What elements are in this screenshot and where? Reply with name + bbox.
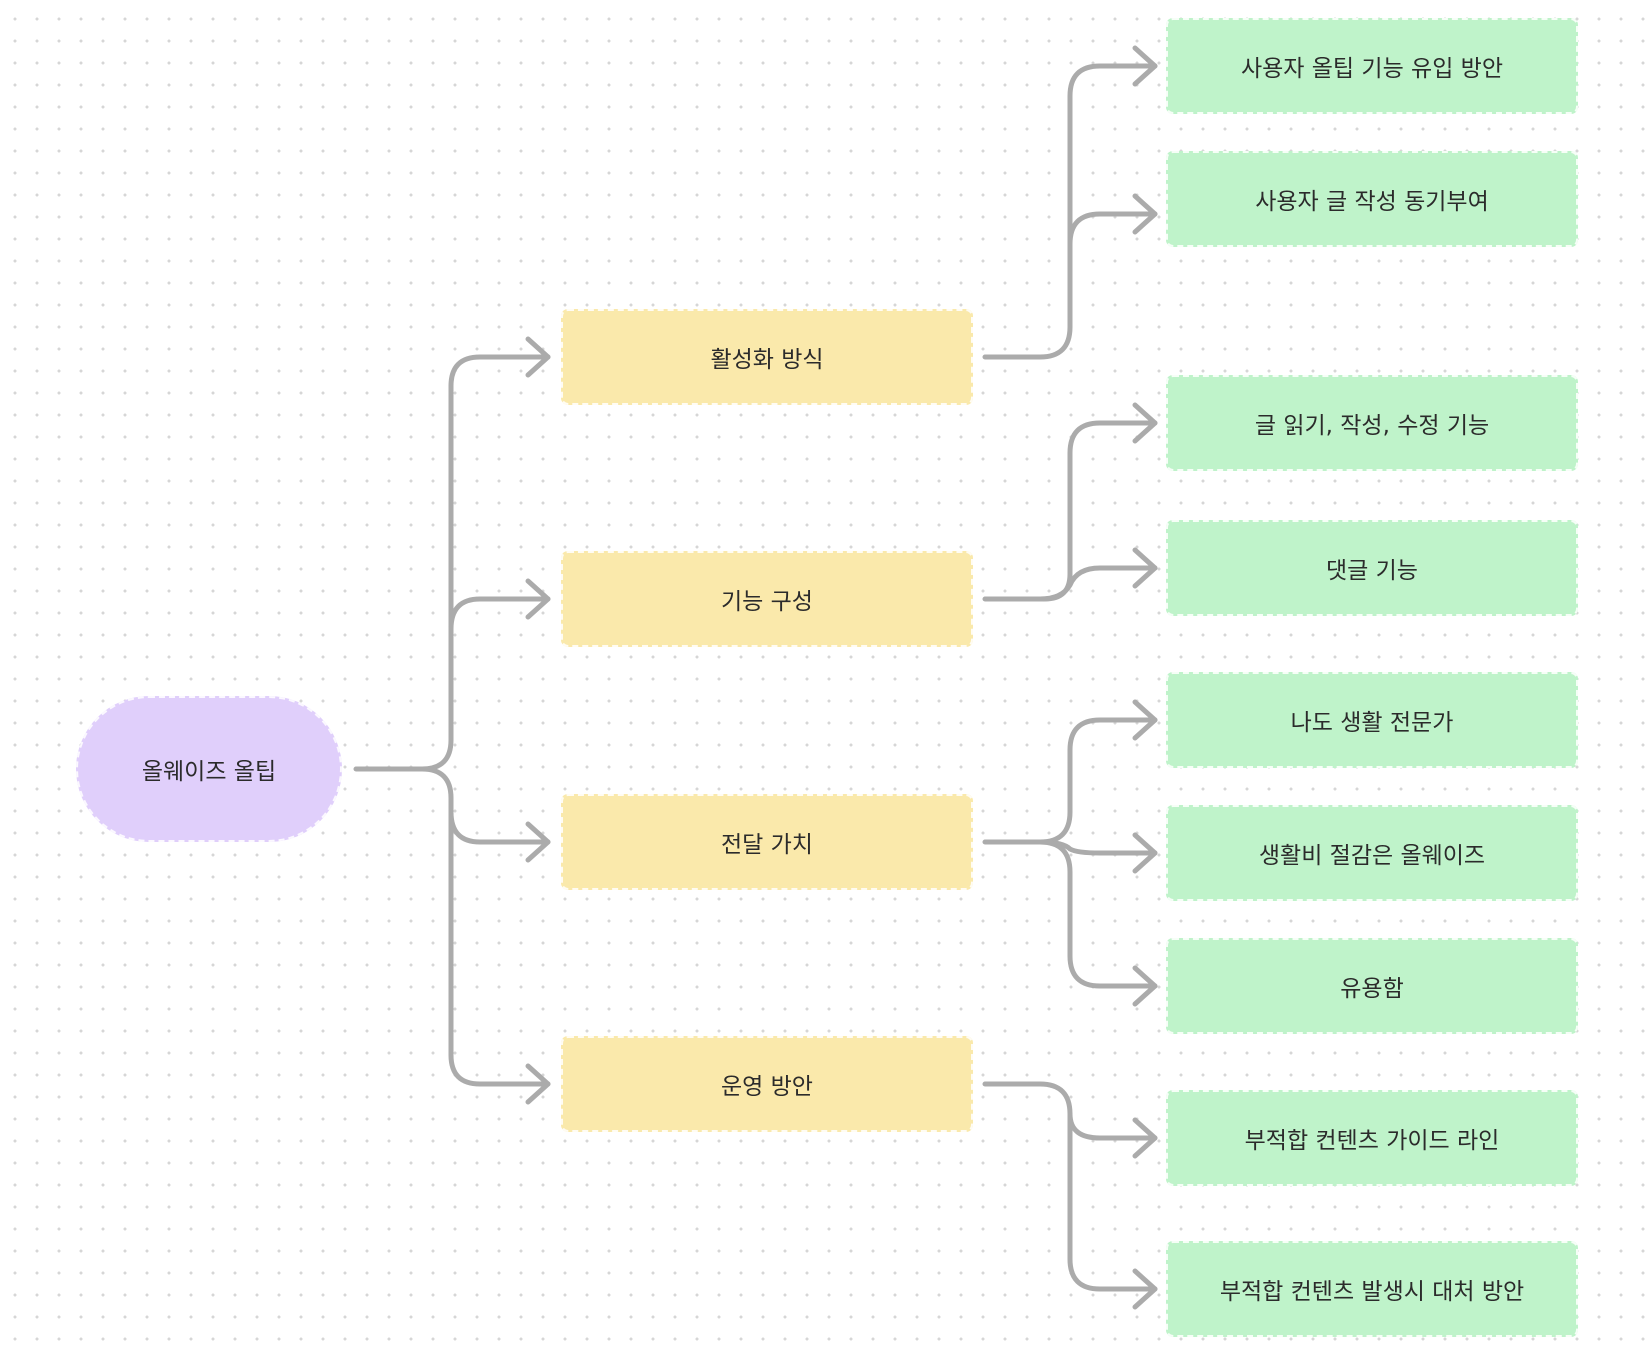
leaf-node[interactable]: 글 읽기, 작성, 수정 기능	[1166, 375, 1578, 471]
arrow-head-value	[525, 821, 551, 863]
edge-operation-o2	[1067, 1111, 1158, 1292]
edge-activation-a2	[1067, 211, 1158, 247]
leaf-node-label: 나도 생활 전문가	[1290, 710, 1454, 736]
arrow-head-f1	[1132, 402, 1158, 444]
edge-features-f1	[982, 420, 1158, 602]
arrow-head-a1	[1132, 45, 1158, 87]
leaf-node[interactable]: 사용자 글 작성 동기부여	[1166, 151, 1578, 247]
arrow-head-o2	[1132, 1268, 1158, 1310]
branch-node-label: 기능 구성	[721, 589, 813, 615]
arrow-head-a2	[1132, 193, 1158, 235]
edge-value-v3	[1037, 839, 1158, 989]
arrow-head-v3	[1132, 965, 1158, 1007]
edge-operation-o1	[982, 1081, 1158, 1141]
root-node[interactable]: 올웨이즈 올팁	[76, 696, 342, 842]
branch-node-label: 활성화 방식	[710, 347, 824, 373]
edge-value-v2	[1037, 839, 1158, 856]
leaf-node[interactable]: 댓글 기능	[1166, 520, 1578, 616]
arrow-head-activation	[525, 336, 551, 378]
leaf-node-label: 부적합 컨텐츠 가이드 라인	[1244, 1128, 1500, 1154]
arrow-head-v1	[1132, 699, 1158, 741]
edge-root-activation	[353, 354, 551, 772]
leaf-node-label: 생활비 절감은 올웨이즈	[1258, 843, 1486, 869]
branch-node-label: 전달 가치	[721, 832, 813, 858]
leaf-node-label: 글 읽기, 작성, 수정 기능	[1254, 413, 1490, 439]
leaf-node-label: 댓글 기능	[1326, 558, 1418, 584]
leaf-node[interactable]: 나도 생활 전문가	[1166, 672, 1578, 768]
branch-node-activation[interactable]: 활성화 방식	[561, 309, 973, 405]
leaf-node-label: 사용자 올팁 기능 유입 방안	[1240, 56, 1503, 82]
arrow-head-operation	[525, 1063, 551, 1105]
edge-value-v1	[982, 717, 1158, 845]
root-node-label: 올웨이즈 올팁	[141, 759, 277, 785]
leaf-node[interactable]: 유용함	[1166, 938, 1578, 1034]
branch-node-features[interactable]: 기능 구성	[561, 551, 973, 647]
edge-root-value	[419, 766, 551, 845]
arrow-head-o1	[1132, 1117, 1158, 1159]
branch-node-value[interactable]: 전달 가치	[561, 794, 973, 890]
leaf-node-label: 유용함	[1340, 976, 1404, 1002]
edge-features-f2	[1037, 565, 1158, 602]
leaf-node[interactable]: 부적합 컨텐츠 발생시 대처 방안	[1166, 1241, 1578, 1337]
leaf-node-label: 부적합 컨텐츠 발생시 대처 방안	[1219, 1279, 1525, 1305]
arrow-head-features	[525, 578, 551, 620]
edge-activation-a1	[982, 63, 1158, 360]
leaf-node[interactable]: 사용자 올팁 기능 유입 방안	[1166, 18, 1578, 114]
arrow-head-v2	[1132, 832, 1158, 874]
branch-node-operation[interactable]: 운영 방안	[561, 1036, 973, 1132]
arrow-head-f2	[1132, 547, 1158, 589]
leaf-node-label: 사용자 글 작성 동기부여	[1255, 189, 1489, 215]
branch-node-label: 운영 방안	[721, 1074, 813, 1100]
edge-root-operation	[448, 809, 551, 1087]
edge-root-features	[448, 596, 551, 632]
leaf-node[interactable]: 생활비 절감은 올웨이즈	[1166, 805, 1578, 901]
leaf-node[interactable]: 부적합 컨텐츠 가이드 라인	[1166, 1090, 1578, 1186]
